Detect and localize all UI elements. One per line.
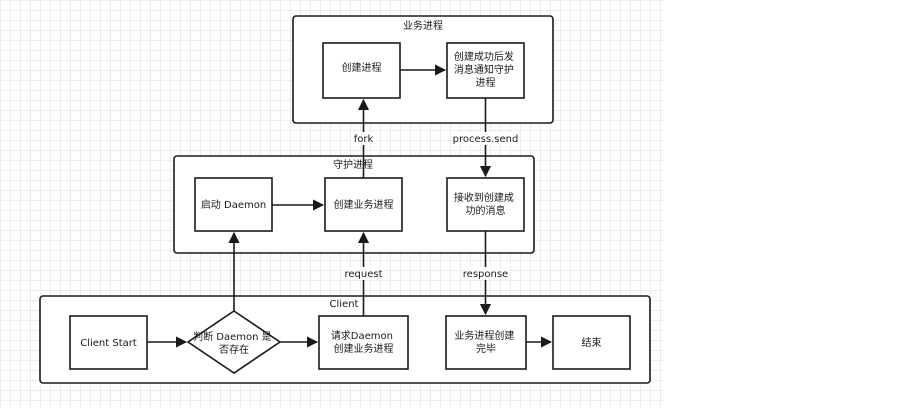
edge-label-response-text: response xyxy=(463,269,508,280)
node-create-process: 创建进程 xyxy=(322,42,401,99)
node-request-daemon: 请求Daemon 创建业务进程 xyxy=(318,315,409,370)
node-client-start-label: Client Start xyxy=(80,338,137,349)
edge-label-fork: fork xyxy=(351,132,376,145)
node-check-daemon-decision: 判断 Daemon 是 否存在 xyxy=(186,310,282,374)
node-create-process-label: 创建进程 xyxy=(342,61,382,74)
node-notify-daemon: 创建成功后发 消息通知守护 进程 xyxy=(446,42,525,99)
edge-label-request: request xyxy=(343,267,384,280)
node-start-daemon: 启动 Daemon xyxy=(194,177,273,232)
edge-label-process-send: process.send xyxy=(453,132,519,145)
group-client-title: Client xyxy=(330,299,359,310)
edge-label-request-text: request xyxy=(344,269,382,280)
node-receive-success-label: 接收到创建成 功的消息 xyxy=(454,191,517,217)
node-business-created: 业务进程创建 完毕 xyxy=(445,315,527,370)
node-check-daemon-label: 判断 Daemon 是 否存在 xyxy=(193,330,275,356)
edge-label-fork-text: fork xyxy=(354,134,374,145)
node-request-daemon-label: 请求Daemon 创建业务进程 xyxy=(331,329,396,355)
group-business-process-title: 业务进程 xyxy=(403,19,443,32)
node-business-created-label: 业务进程创建 完毕 xyxy=(454,329,517,355)
node-receive-success: 接收到创建成 功的消息 xyxy=(446,177,525,232)
group-daemon-process-title: 守护进程 xyxy=(333,158,373,171)
node-start-daemon-label: 启动 Daemon xyxy=(201,198,266,211)
edge-label-response: response xyxy=(463,267,508,280)
edge-label-process-send-text: process.send xyxy=(453,134,519,145)
node-client-start: Client Start xyxy=(69,315,148,370)
node-end: 结束 xyxy=(552,315,631,370)
node-notify-daemon-label: 创建成功后发 消息通知守护 进程 xyxy=(454,50,517,89)
node-create-business-process-label: 创建业务进程 xyxy=(334,198,394,211)
node-end-label: 结束 xyxy=(582,336,602,349)
node-create-business-process: 创建业务进程 xyxy=(324,177,403,232)
